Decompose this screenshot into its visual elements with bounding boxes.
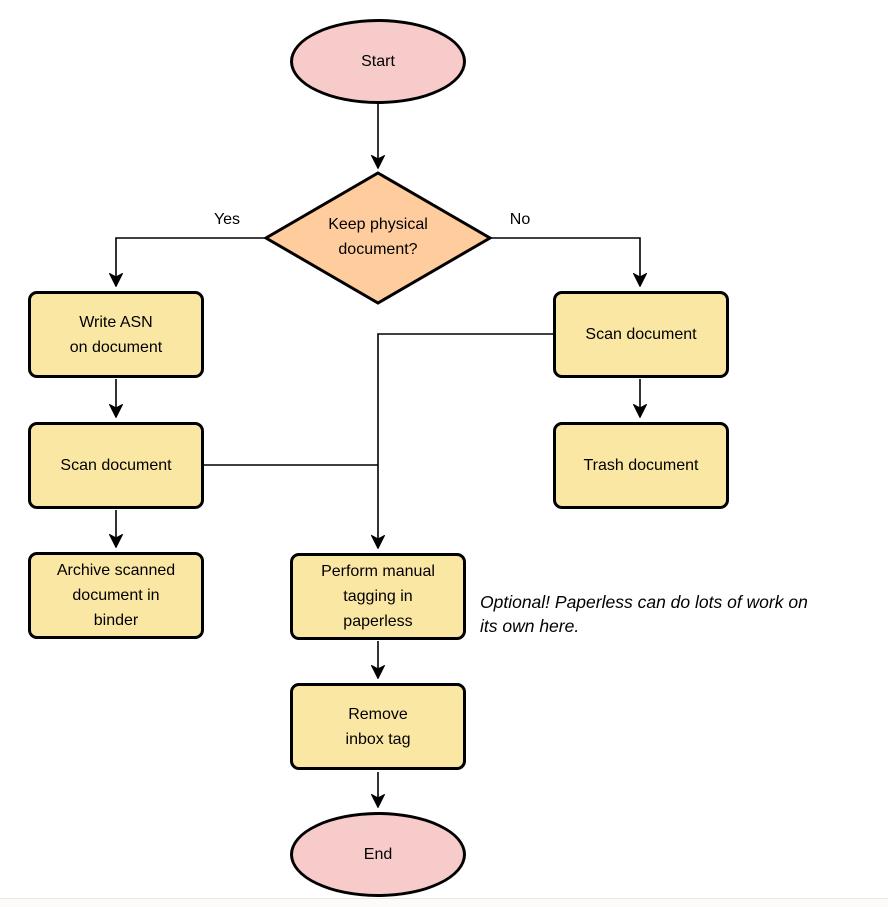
end-node: End: [290, 812, 466, 897]
page-bottom-margin: [0, 899, 888, 907]
edge-decision-yes-to-write-asn: [109, 237, 266, 287]
end-node-label: End: [363, 846, 393, 863]
decision-diamond-shape: [263, 171, 493, 305]
scan-document-right-node-label: Scan document: [585, 326, 697, 343]
page-bottom-divider: [0, 898, 888, 899]
write-asn-node-label: Write ASN on document: [69, 313, 163, 356]
branch-no-label: No: [509, 211, 531, 228]
decision-node-label: Keep physical document?: [328, 216, 428, 258]
edge-decision-no-to-scan-right: [490, 237, 647, 287]
remove-inbox-tag-node: Remove inbox tag: [290, 683, 466, 770]
manual-tagging-node-label: Perform manual tagging in paperless: [321, 563, 435, 630]
remove-inbox-tag-node-label: Remove inbox tag: [345, 705, 411, 748]
start-node: Start: [290, 19, 466, 104]
edge-scan-right-to-tagging: [371, 333, 553, 549]
branch-yes-label: Yes: [213, 211, 241, 228]
write-asn-node: Write ASN on document: [28, 291, 204, 378]
start-node-label: Start: [361, 53, 395, 70]
trash-document-node-label: Trash document: [583, 457, 699, 474]
scan-document-left-node: Scan document: [28, 422, 204, 509]
trash-document-node: Trash document: [553, 422, 729, 509]
scan-document-right-node: Scan document: [553, 291, 729, 378]
optional-annotation: Optional! Paperless can do lots of work …: [480, 592, 808, 636]
archive-node: Archive scanned document in binder: [28, 552, 204, 639]
manual-tagging-node: Perform manual tagging in paperless: [290, 553, 466, 640]
scan-document-left-node-label: Scan document: [60, 457, 172, 474]
archive-node-label: Archive scanned document in binder: [56, 562, 176, 629]
